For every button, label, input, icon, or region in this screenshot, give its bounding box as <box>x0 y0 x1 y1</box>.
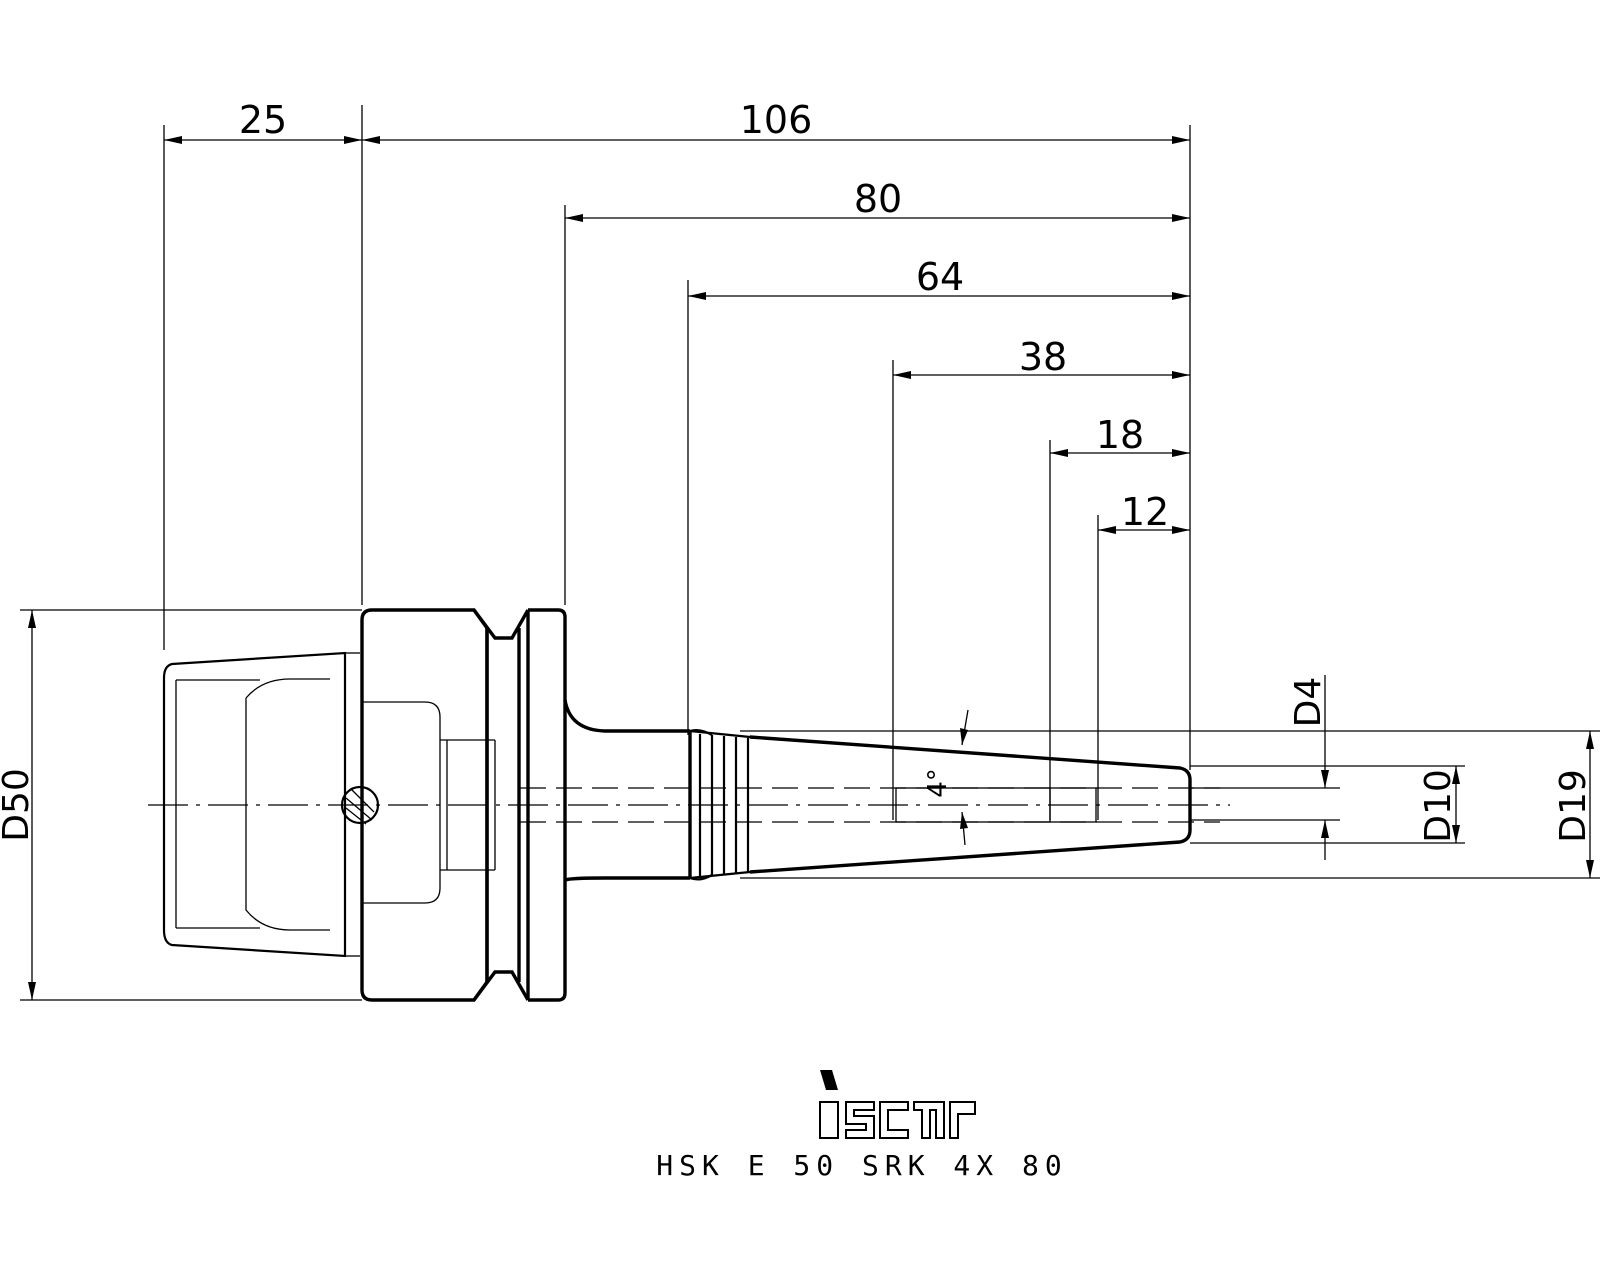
dim-12-label: 12 <box>1121 490 1169 534</box>
d10-label: D10 <box>1418 769 1459 843</box>
d50-dimension <box>20 609 362 1001</box>
dim-38-label: 38 <box>1019 335 1067 379</box>
dim-106-label: 106 <box>740 98 813 142</box>
iscar-logo <box>819 1070 976 1139</box>
dimension-lines <box>163 105 1191 820</box>
d50-label: D50 <box>0 768 37 842</box>
tool-holder-body <box>162 608 1220 1002</box>
model-caption: HSK E 50 SRK 4X 80 <box>656 1149 1067 1182</box>
dim-18-label: 18 <box>1096 413 1144 457</box>
angle-indicator <box>960 709 969 846</box>
angle-label: 4° <box>923 768 953 798</box>
dim-25-label: 25 <box>239 98 287 142</box>
right-diameter-dimensions <box>740 675 1600 879</box>
d19-label: D19 <box>1553 769 1594 843</box>
d4-label: D4 <box>1288 677 1329 728</box>
dim-64-label: 64 <box>916 255 964 299</box>
dim-80-label: 80 <box>854 177 902 221</box>
